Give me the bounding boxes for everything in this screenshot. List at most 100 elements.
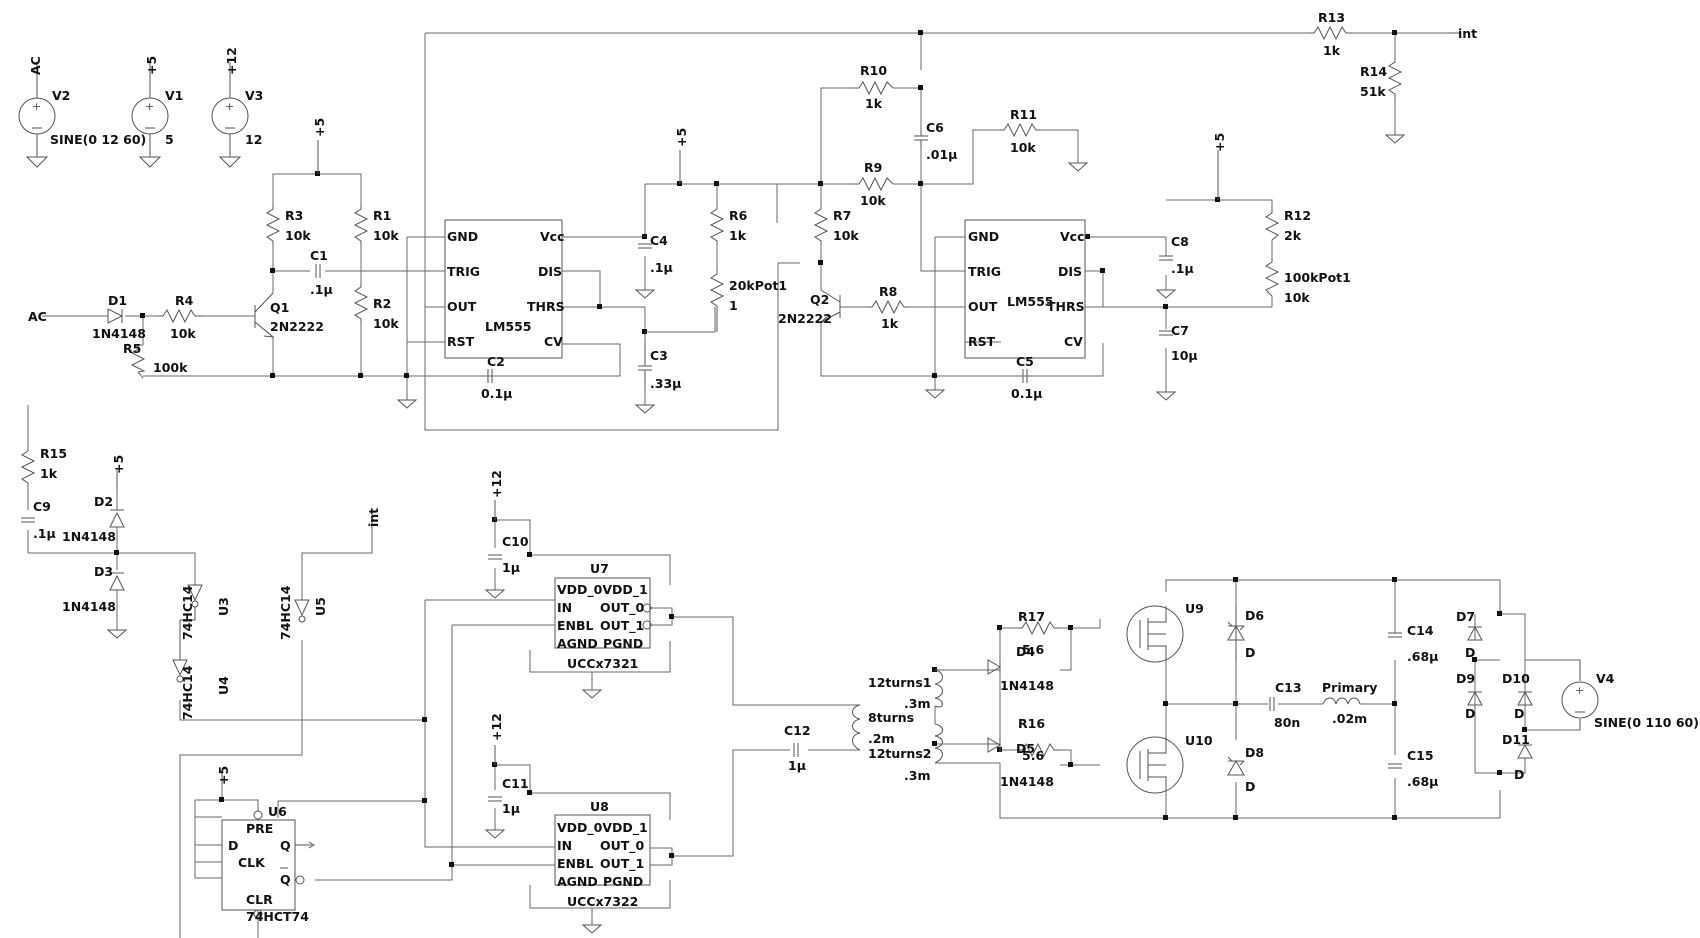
label-v3-value: 12 <box>245 132 262 147</box>
label-u1-name: LM555 <box>485 319 532 334</box>
source-v4: + <box>1561 660 1599 730</box>
label-d4-value: 1N4148 <box>1000 678 1054 693</box>
resistor-r6 <box>709 205 725 245</box>
label-u2-thrs: THRS <box>1047 299 1085 314</box>
label-u2-rst: RST <box>968 334 996 349</box>
label-d2: D2 <box>94 494 113 509</box>
label-primary: Primary <box>1322 680 1377 695</box>
label-d6-value: D <box>1245 645 1255 660</box>
label-r3: R3 <box>285 208 303 223</box>
junction-dots <box>114 30 1527 867</box>
label-ac-in: AC <box>28 309 47 324</box>
label-r11: R11 <box>1010 107 1037 122</box>
capacitor-c5 <box>1022 369 1028 383</box>
label-u8-in: IN <box>557 838 572 853</box>
label-v4: V4 <box>1596 671 1615 686</box>
label-r15: R15 <box>40 446 67 461</box>
label-c10: C10 <box>502 534 529 549</box>
resistor-r4 <box>158 308 203 324</box>
label-u6-d: D <box>228 838 238 853</box>
diode-d8 <box>1227 756 1245 776</box>
label-u8-pgnd: PGND <box>603 874 643 889</box>
capacitor-c12 <box>793 743 799 757</box>
label-r9: R9 <box>864 160 882 175</box>
label-r13-value: 1k <box>1323 43 1341 58</box>
label-int-bot: int <box>366 508 381 527</box>
transistor-q2 <box>819 289 841 323</box>
capacitor-c10 <box>488 554 502 560</box>
label-c7: C7 <box>1171 323 1189 338</box>
label-r8: R8 <box>879 284 897 299</box>
label-u10: U10 <box>1185 733 1213 748</box>
label-u1-vcc: Vcc <box>540 229 565 244</box>
label-r1-value: 10k <box>373 228 399 243</box>
label-u6-pre: PRE <box>246 821 273 836</box>
resistor-r5 <box>130 345 146 373</box>
label-u5-value: 74HC14 <box>278 585 293 640</box>
label-c2: C2 <box>487 354 505 369</box>
resistor-r3 <box>265 205 281 245</box>
resistor-r1 <box>353 205 369 245</box>
label-r6: R6 <box>729 208 748 223</box>
label-c4-value: .1µ <box>650 260 673 275</box>
resistor-r12 <box>1264 209 1280 241</box>
label-r16-value: 5.6 <box>1022 748 1044 763</box>
source-v2: + <box>18 80 56 168</box>
mosfet-u9 <box>1126 605 1184 663</box>
label-c3: C3 <box>650 348 668 363</box>
label-p5-d2: +5 <box>111 455 126 474</box>
label-u2-vcc: Vcc <box>1060 229 1085 244</box>
label-u7-value: UCCx7321 <box>567 656 638 671</box>
label-d5-value: 1N4148 <box>1000 774 1054 789</box>
label-p5-v1: +5 <box>144 56 159 75</box>
label-r8-value: 1k <box>881 316 899 331</box>
diode-d11 <box>1517 743 1533 759</box>
label-c13-value: 80n <box>1274 715 1300 730</box>
diode-d10 <box>1517 690 1533 706</box>
label-c13: C13 <box>1275 680 1302 695</box>
label-d7: D7 <box>1456 609 1475 624</box>
label-u8-vdd: VDD_0VDD_1 <box>557 820 648 836</box>
label-c6-value: .01µ <box>926 147 957 162</box>
label-u1-out: OUT <box>447 299 477 314</box>
label-c4: C4 <box>650 233 668 248</box>
label-u1-gnd: GND <box>447 229 478 244</box>
label-u7-enbl: ENBL <box>557 618 594 633</box>
label-pot1-value: 1 <box>729 298 738 313</box>
capacitor-c6 <box>914 130 928 148</box>
label-pot2-value: 10k <box>1284 290 1310 305</box>
label-p5-r12: +5 <box>1212 133 1227 152</box>
label-c11: C11 <box>502 776 529 791</box>
label-ac-top: AC <box>28 56 43 75</box>
label-r14-value: 51k <box>1360 84 1386 99</box>
label-c6: C6 <box>926 120 944 135</box>
capacitor-c2 <box>487 369 493 383</box>
label-p12-c10: +12 <box>489 470 504 498</box>
label-u6: U6 <box>268 804 287 819</box>
label-r13: R13 <box>1318 10 1345 25</box>
label-c1-value: .1µ <box>310 282 333 297</box>
resistor-r14 <box>1387 58 1403 100</box>
label-c9-value: .1µ <box>33 526 56 541</box>
label-u8-out0: OUT_0 <box>600 838 645 854</box>
label-u2-cv: CV <box>1064 334 1083 349</box>
label-d8-value: D <box>1245 779 1255 794</box>
label-u7-pgnd: PGND <box>603 636 643 651</box>
label-u1-trig: TRIG <box>447 264 480 279</box>
resistor-r11 <box>1000 122 1040 138</box>
wires <box>27 32 1581 938</box>
label-r15-value: 1k <box>40 466 58 481</box>
ucc7322-body <box>554 814 651 886</box>
label-v3: V3 <box>245 88 263 103</box>
label-v1: V1 <box>165 88 183 103</box>
transformer <box>852 669 943 764</box>
resistor-r15 <box>20 447 36 487</box>
label-r3-value: 10k <box>285 228 311 243</box>
svg-text:+: + <box>225 100 234 113</box>
resistor-r16 <box>1018 742 1060 758</box>
label-int-top: int <box>1458 26 1477 41</box>
label-l3: 8turns <box>868 710 914 725</box>
transistor-q1 <box>254 292 275 338</box>
